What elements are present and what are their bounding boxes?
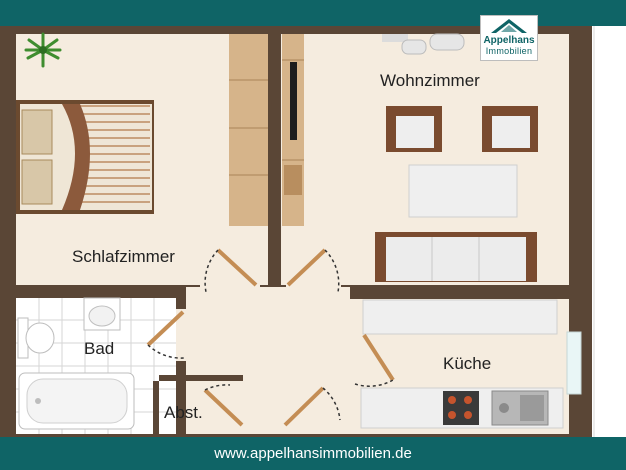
appelhans-logo: Appelhans Immobilien	[480, 15, 538, 61]
footer-url[interactable]: www.appelhansimmobilien.de	[214, 445, 412, 462]
window-icon	[566, 331, 582, 395]
wardrobe	[229, 34, 268, 226]
plant-icon	[24, 32, 62, 68]
house-icon	[491, 19, 527, 33]
sofa-icon	[375, 232, 537, 282]
logo-text-appelhans: Appelhans	[483, 35, 535, 46]
tv-icon	[290, 62, 297, 140]
logo-text-immobilien: Immobilien	[485, 46, 533, 56]
armchair-icon	[386, 106, 442, 152]
stove-icon	[443, 391, 479, 425]
door-icon	[146, 248, 395, 427]
sink-icon	[83, 297, 121, 331]
room-label-abstellraum: Abst.	[164, 403, 203, 422]
exterior-strip	[592, 26, 626, 437]
bathtub-icon	[18, 372, 135, 430]
upper-counter	[362, 299, 558, 335]
bed-icon	[16, 100, 154, 214]
floor-plan	[0, 26, 626, 437]
table-icon	[408, 164, 518, 218]
footer-bar: www.appelhansimmobilien.de	[0, 437, 626, 470]
room-label-bad: Bad	[84, 339, 115, 358]
armchair-icon	[482, 106, 538, 152]
toilet-icon	[17, 317, 55, 359]
room-label-wohnzimmer: Wohnzimmer	[380, 71, 480, 90]
room-label-kueche: Küche	[443, 354, 492, 373]
room-label-schlafzimmer: Schlafzimmer	[72, 247, 175, 266]
dining-chairs	[382, 33, 465, 55]
kitchen-sink-icon	[491, 390, 549, 426]
